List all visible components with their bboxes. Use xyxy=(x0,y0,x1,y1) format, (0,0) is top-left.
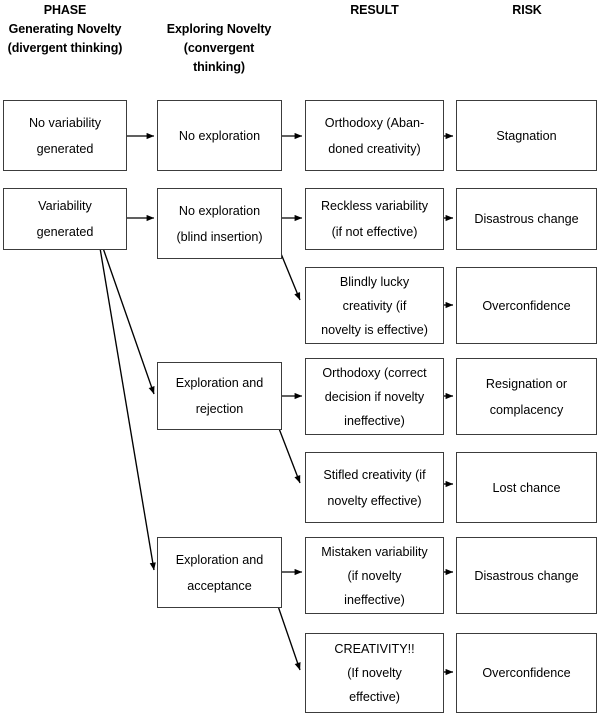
node-result-reckless-variability[interactable]: Reckless variability (if not effective) xyxy=(305,188,444,250)
node-risk-resignation-or-complacency[interactable]: Resignation or complacency xyxy=(456,358,597,435)
node-result-orthodoxy-correct-decision-text: Orthodoxy (correct decision if novelty i… xyxy=(322,365,427,428)
exploring-header-line-1: Exploring Novelty xyxy=(166,22,272,36)
phase-header-line-1: PHASE xyxy=(43,3,87,17)
column-header-risk: RISK xyxy=(512,3,542,17)
phase-header-line-3: (divergent thinking) xyxy=(7,41,123,55)
exploring-header-line-3: thinking) xyxy=(193,60,245,74)
exploring-header-line-2: (convergent xyxy=(183,41,255,55)
node-no-exploration-blind-insertion-text: No exploration (blind insertion) xyxy=(176,203,263,244)
node-exploration-and-acceptance-text: Exploration and acceptance xyxy=(175,552,264,593)
node-no-variability-generated[interactable]: No variability generated xyxy=(3,100,127,171)
node-result-stifled-creativity-text: Stifled creativity (if novelty effective… xyxy=(323,467,426,508)
node-risk-disastrous-change-1[interactable]: Disastrous change xyxy=(456,188,597,250)
column-header-exploring-novelty: Exploring Novelty (convergent thinking) xyxy=(145,20,293,77)
column-header-phase: PHASE Generating Novelty (divergent thin… xyxy=(0,1,130,58)
node-risk-overconfidence-1[interactable]: Overconfidence xyxy=(456,267,597,344)
node-risk-stagnation-text: Stagnation xyxy=(496,128,557,143)
node-variability-generated[interactable]: Variability generated xyxy=(3,188,127,250)
node-risk-resignation-or-complacency-text: Resignation or complacency xyxy=(485,376,568,417)
node-result-reckless-variability-text: Reckless variability (if not effective) xyxy=(320,199,429,239)
node-result-orthodoxy-correct-decision[interactable]: Orthodoxy (correct decision if novelty i… xyxy=(305,358,444,435)
node-no-exploration-blind-insertion[interactable]: No exploration (blind insertion) xyxy=(157,188,282,259)
node-result-blindly-lucky-creativity-text: Blindly lucky creativity (if novelty is … xyxy=(321,274,428,337)
node-risk-lost-chance[interactable]: Lost chance xyxy=(456,452,597,523)
node-result-stifled-creativity[interactable]: Stifled creativity (if novelty effective… xyxy=(305,452,444,523)
node-no-exploration-text: No exploration xyxy=(178,128,261,143)
node-risk-stagnation[interactable]: Stagnation xyxy=(456,100,597,171)
node-no-exploration[interactable]: No exploration xyxy=(157,100,282,171)
node-risk-disastrous-change-2[interactable]: Disastrous change xyxy=(456,537,597,614)
node-result-creativity-text: CREATIVITY!! (If novelty effective) xyxy=(334,642,415,704)
node-risk-disastrous-change-2-text: Disastrous change xyxy=(474,568,579,583)
node-variability-generated-text: Variability generated xyxy=(36,199,94,239)
node-exploration-and-rejection[interactable]: Exploration and rejection xyxy=(157,362,282,430)
node-exploration-and-rejection-text: Exploration and rejection xyxy=(175,376,264,416)
node-no-variability-generated-text: No variability generated xyxy=(28,115,102,156)
column-header-result: RESULT xyxy=(350,3,399,17)
node-result-creativity[interactable]: CREATIVITY!! (If novelty effective) xyxy=(305,633,444,713)
phase-header-line-2: Generating Novelty xyxy=(8,22,122,36)
node-risk-overconfidence-2-text: Overconfidence xyxy=(482,666,571,680)
node-result-mistaken-variability-text: Mistaken variability (if novelty ineffec… xyxy=(321,544,428,607)
node-risk-lost-chance-text: Lost chance xyxy=(492,480,561,495)
node-risk-disastrous-change-1-text: Disastrous change xyxy=(474,212,579,226)
node-result-blindly-lucky-creativity[interactable]: Blindly lucky creativity (if novelty is … xyxy=(305,267,444,344)
node-result-orthodoxy-abandoned-text: Orthodoxy (Aban- doned creativity) xyxy=(324,115,425,156)
node-exploration-and-acceptance[interactable]: Exploration and acceptance xyxy=(157,537,282,608)
node-risk-overconfidence-2[interactable]: Overconfidence xyxy=(456,633,597,713)
node-result-orthodoxy-abandoned[interactable]: Orthodoxy (Aban- doned creativity) xyxy=(305,100,444,171)
node-result-mistaken-variability[interactable]: Mistaken variability (if novelty ineffec… xyxy=(305,537,444,614)
node-risk-overconfidence-1-text: Overconfidence xyxy=(482,298,571,313)
